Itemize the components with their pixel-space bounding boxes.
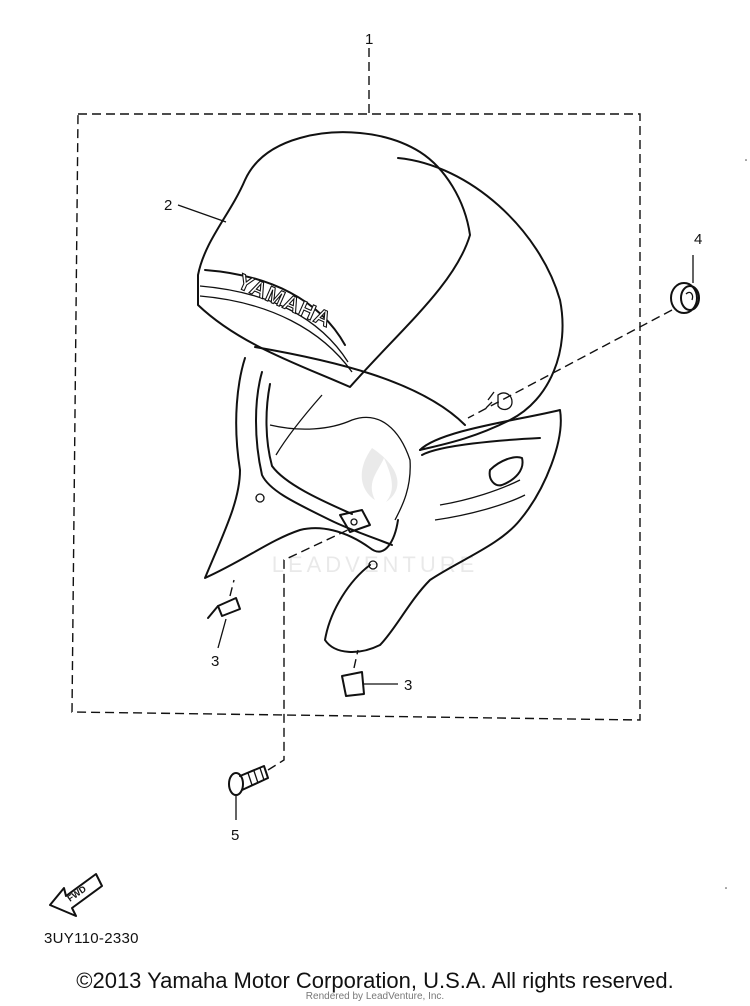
clip-left-leader-line [229, 579, 235, 597]
copyright-notice: ©2013 Yamaha Motor Corporation, U.S.A. A… [76, 968, 674, 993]
callout-label-5: 5 [231, 827, 239, 844]
grommet-part [670, 255, 700, 314]
screw-part [228, 765, 269, 820]
callout-label-3-right: 3 [404, 677, 412, 694]
rendered-by-notice: Rendered by LeadVenture, Inc. [305, 991, 445, 1002]
callout-label-3-left: 3 [211, 653, 219, 670]
diagram-code: 3UY110-2330 [44, 930, 139, 947]
callout-2-leader [177, 204, 227, 223]
speck [745, 159, 747, 161]
forward-arrow-icon: FWD [49, 873, 103, 917]
clip-right-part [341, 671, 398, 697]
grommet-leader-line [467, 309, 673, 419]
callout-label-2: 2 [164, 197, 172, 214]
clip-left-part [207, 597, 241, 649]
speck [725, 887, 727, 889]
fwd-label: FWD [65, 883, 88, 903]
assembly-boundary [71, 113, 641, 721]
callout-label-4: 4 [694, 231, 702, 248]
watermark-text: LEADVENTURE [272, 552, 479, 577]
screw-leader-line [267, 527, 353, 771]
watermark: LEADVENTURE [272, 448, 479, 577]
clip-right-leader-line [353, 649, 359, 669]
brand-text: YAMAHA [234, 269, 336, 333]
callout-label-1: 1 [365, 31, 373, 48]
